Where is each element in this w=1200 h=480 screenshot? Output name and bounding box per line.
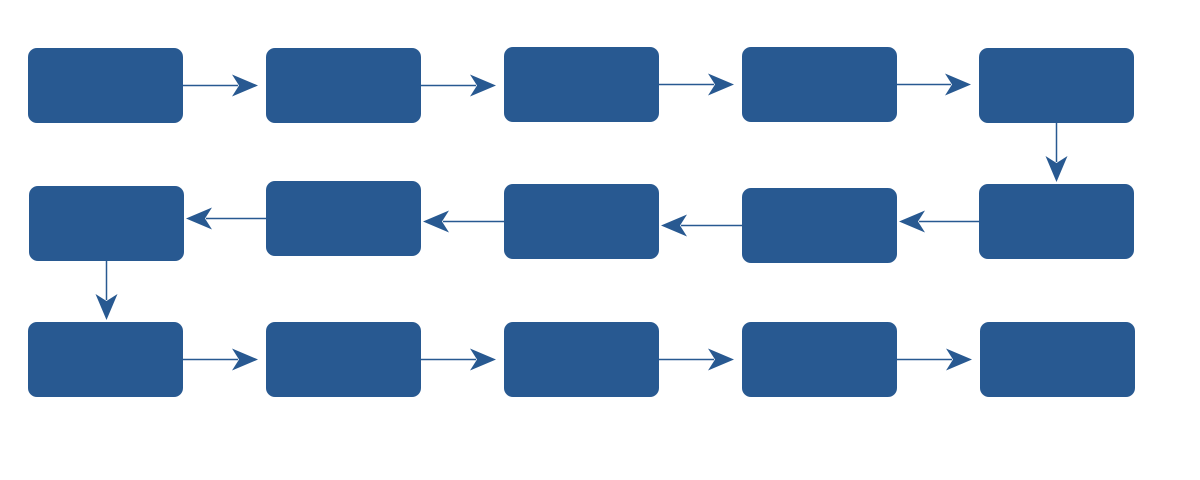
connector-r1c1-r1c2-arrowhead (232, 74, 258, 97)
process-box-r3c4 (742, 322, 897, 397)
connector-r3c1-r3c2-arrowhead (232, 348, 258, 371)
process-box-r1c3 (504, 47, 659, 122)
connector-r2c2-r2c1-arrowhead (186, 207, 212, 230)
process-box-r3c1 (28, 322, 183, 397)
connector-r1c3-r1c4-arrowhead (708, 73, 734, 96)
connector-r2c3-r2c2-arrowhead (423, 210, 449, 233)
connector-r3c4-r3c5-arrowhead (946, 348, 972, 371)
connector-r1c2-r1c3-arrowhead (470, 74, 496, 97)
process-box-r1c4 (742, 47, 897, 122)
connector-r3c2-r3c3-arrowhead (470, 348, 496, 371)
connector-r2c4-r2c3-arrowhead (661, 214, 687, 237)
process-box-r3c2 (266, 322, 421, 397)
connectors (95, 73, 1068, 371)
process-box-r2c3 (504, 184, 659, 259)
process-box-r2c5 (979, 184, 1134, 259)
connector-r1c5-r2c5-arrowhead (1045, 156, 1068, 182)
connector-r2c5-r2c4-arrowhead (899, 210, 925, 233)
process-box-r3c3 (504, 322, 659, 397)
process-box-r1c2 (266, 48, 421, 123)
process-box-r1c5 (979, 48, 1134, 123)
process-box-r1c1 (28, 48, 183, 123)
connector-r1c4-r1c5-arrowhead (945, 73, 971, 96)
connector-r3c3-r3c4-arrowhead (708, 348, 734, 371)
process-box-r2c4 (742, 188, 897, 263)
connector-r2c1-r3c1-arrowhead (95, 294, 118, 320)
process-box-r2c2 (266, 181, 421, 256)
process-box-r2c1 (29, 186, 184, 261)
process-box-r3c5 (980, 322, 1135, 397)
process-boxes (28, 47, 1135, 397)
